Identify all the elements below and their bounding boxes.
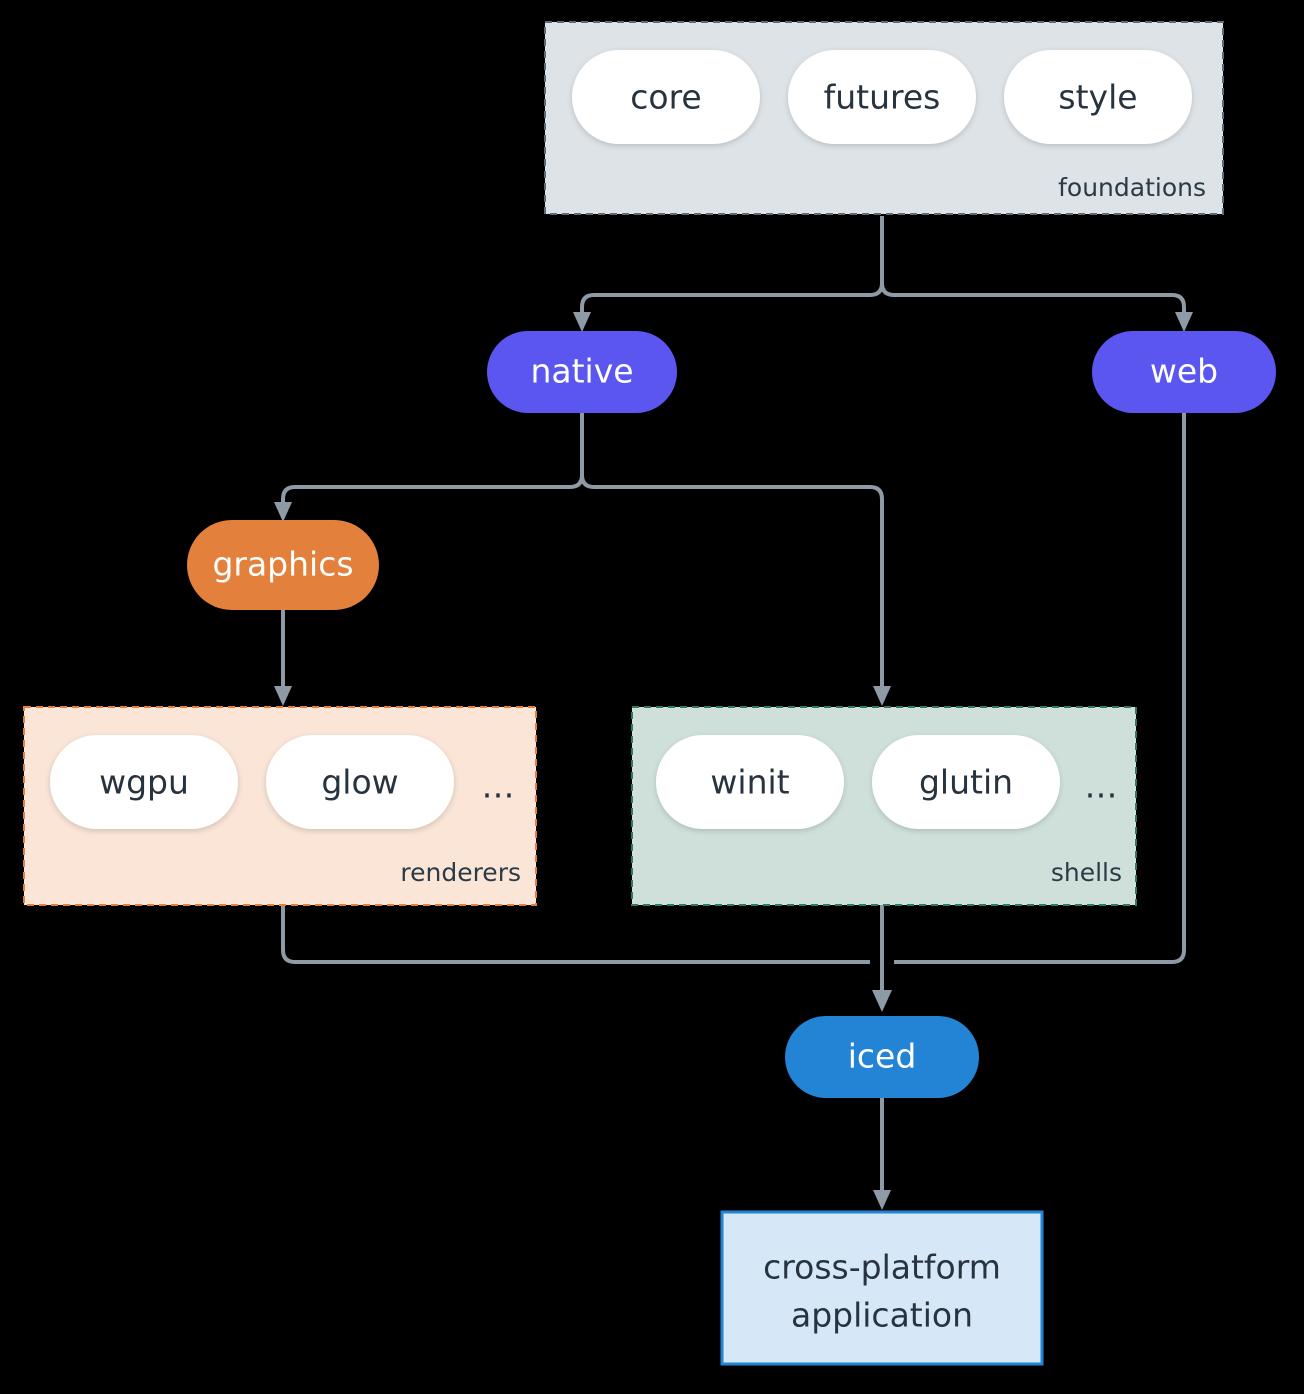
edge-web-to-iced: [894, 413, 1186, 964]
cluster-shells-label: shells: [1051, 858, 1122, 887]
member-winit-shape: [656, 735, 844, 829]
member-core-label: core: [630, 78, 701, 117]
application-box-shape: [720, 1210, 1044, 1366]
node-graphics-label: graphics: [212, 545, 353, 584]
node-graphics[interactable]: graphics: [187, 520, 379, 610]
member-futures[interactable]: futures: [788, 50, 976, 144]
member-winit-label: winit: [710, 763, 789, 802]
node-native-label: native: [530, 352, 633, 391]
member-style-shape: [1004, 50, 1192, 144]
application-box-line-2: application: [791, 1296, 973, 1335]
member-glutin[interactable]: glutin: [872, 735, 1060, 829]
member-winit[interactable]: winit: [656, 735, 844, 829]
edge-graphics-to-renderers: [274, 610, 292, 706]
node-web[interactable]: web: [1092, 331, 1276, 413]
cluster-foundations[interactable]: core futures style foundations: [544, 21, 1224, 215]
edge-renderers-to-iced: [281, 905, 870, 964]
node-web-shape: [1092, 331, 1276, 413]
node-cross-platform-application[interactable]: cross-platform application: [720, 1210, 1044, 1366]
node-iced-label: iced: [848, 1037, 917, 1076]
cluster-shells[interactable]: winit glutin … shells: [631, 706, 1137, 906]
node-native[interactable]: native: [487, 331, 677, 413]
member-wgpu-shape: [50, 735, 238, 829]
member-style-label: style: [1058, 78, 1137, 117]
renderers-ellipsis: …: [482, 767, 515, 806]
member-futures-shape: [788, 50, 976, 144]
edge-native-to-shells: [580, 413, 891, 706]
member-glutin-label: glutin: [919, 763, 1013, 802]
node-iced-shape: [785, 1016, 979, 1098]
application-box-line-1: cross-platform: [763, 1248, 1001, 1287]
cluster-foundations-label: foundations: [1058, 173, 1206, 202]
node-web-label: web: [1150, 352, 1218, 391]
edge-foundations-to-web: [880, 216, 1193, 332]
member-glow[interactable]: glow: [266, 735, 454, 829]
member-core[interactable]: core: [572, 50, 760, 144]
member-wgpu-label: wgpu: [99, 763, 189, 802]
cluster-renderers[interactable]: wgpu glow … renderers: [23, 706, 537, 906]
member-wgpu[interactable]: wgpu: [50, 735, 238, 829]
member-glow-shape: [266, 735, 454, 829]
node-native-shape: [487, 331, 677, 413]
node-graphics-shape: [187, 520, 379, 610]
member-glow-label: glow: [321, 763, 398, 802]
member-style[interactable]: style: [1004, 50, 1192, 144]
edge-shells-to-iced: [872, 905, 892, 1012]
edge-iced-to-application: [873, 1098, 891, 1210]
member-futures-label: futures: [824, 78, 941, 117]
member-core-shape: [572, 50, 760, 144]
node-iced[interactable]: iced: [785, 1016, 979, 1098]
shells-ellipsis: …: [1085, 767, 1118, 806]
cluster-renderers-label: renderers: [400, 858, 521, 887]
member-glutin-shape: [872, 735, 1060, 829]
